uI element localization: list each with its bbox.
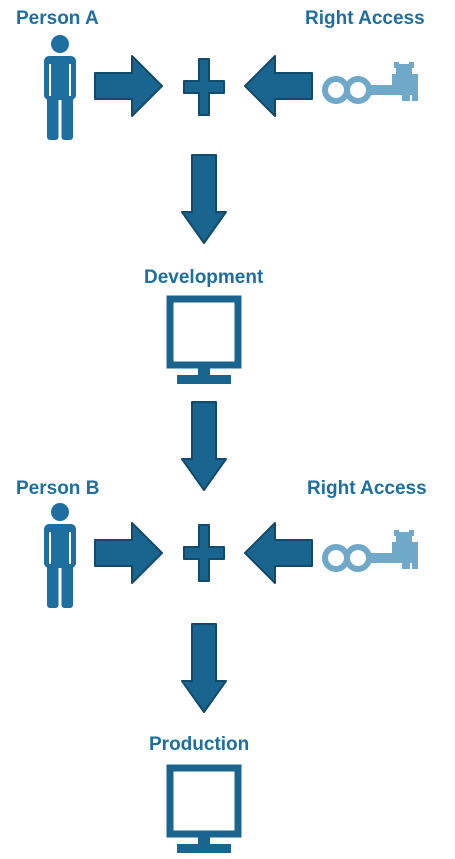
development-monitor-icon xyxy=(170,299,238,384)
arrow-left-icon xyxy=(244,55,313,117)
plus-icon xyxy=(183,524,225,582)
arrow-down-icon xyxy=(181,623,227,713)
key-icon xyxy=(325,530,418,569)
plus-icon xyxy=(183,58,225,116)
arrow-right-icon xyxy=(94,55,163,117)
arrow-left-icon xyxy=(244,522,313,584)
right-access-label-bottom: Right Access xyxy=(307,478,427,499)
arrow-down-icon xyxy=(181,154,227,244)
production-label: Production xyxy=(149,734,250,755)
key-icon xyxy=(325,62,418,101)
production-monitor-icon xyxy=(170,768,238,853)
person-b-icon xyxy=(43,502,77,609)
arrow-right-icon xyxy=(94,522,163,584)
development-label: Development xyxy=(144,267,264,288)
person-a-icon xyxy=(43,34,77,141)
right-access-label-top: Right Access xyxy=(305,8,425,29)
person-a-label: Person A xyxy=(16,8,99,29)
person-b-label: Person B xyxy=(16,478,100,499)
arrow-down-icon xyxy=(181,401,227,491)
